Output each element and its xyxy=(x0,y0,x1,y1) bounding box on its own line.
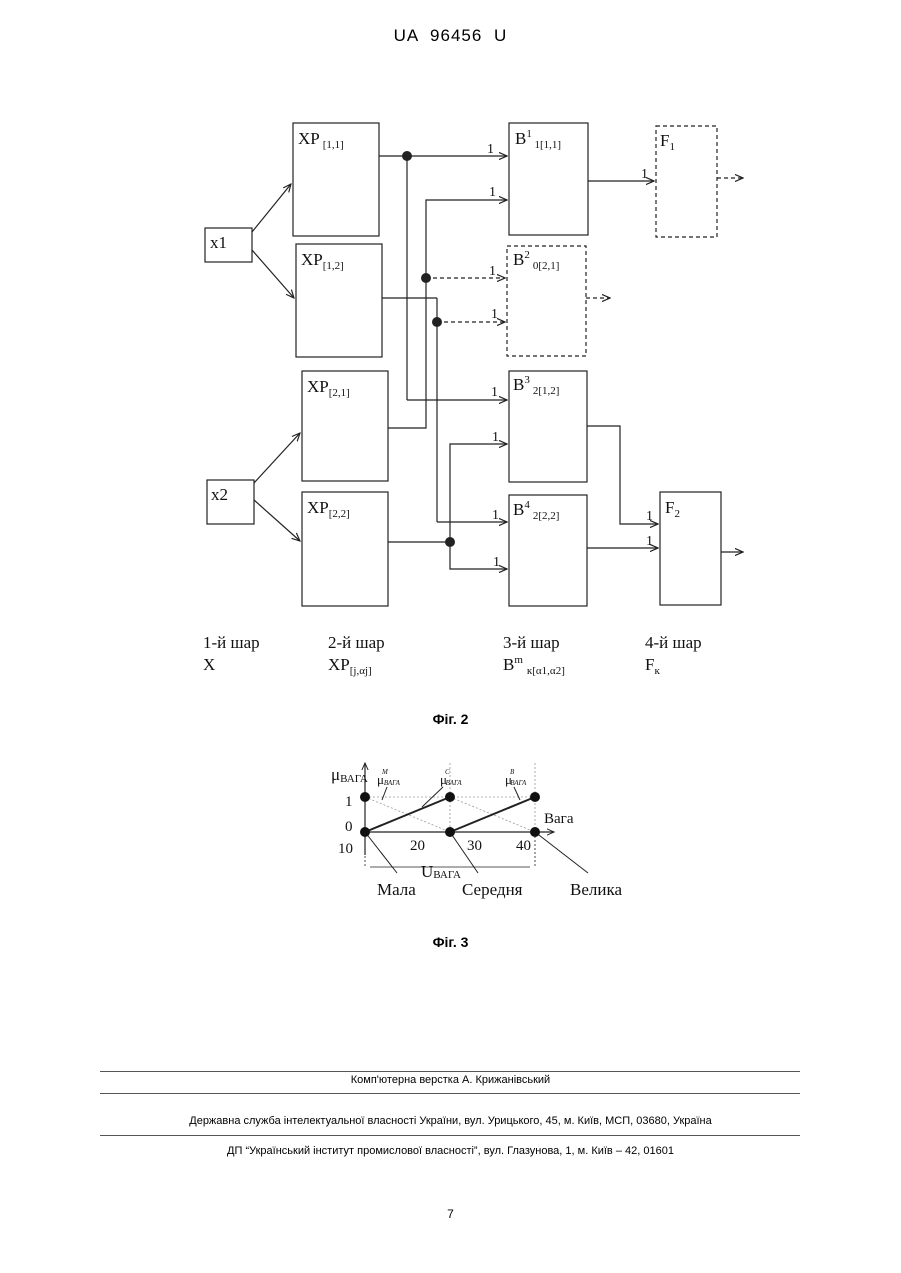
point-dot xyxy=(530,827,540,837)
leader-mu-b xyxy=(514,787,520,800)
fig3-caption: Фіг. 3 xyxy=(0,934,901,950)
junction-dot xyxy=(445,537,455,547)
y-tick-1: 1 xyxy=(345,794,353,810)
curve-label-seredia: μСВАГА xyxy=(440,768,462,787)
y-axis-label: μВАГА xyxy=(331,765,368,785)
input-mark: 1 xyxy=(491,385,498,400)
label-xp-22: XP[2,2] xyxy=(307,498,350,520)
wire-xp21-out xyxy=(388,200,507,428)
layer3-symbol: Bmк[α1,α2] xyxy=(503,654,565,677)
layer2-title: 2-й шар xyxy=(328,633,385,652)
term-label-mala: Мала xyxy=(377,880,416,899)
u-label: UВАГА xyxy=(421,862,461,881)
input-mark: 1 xyxy=(493,555,500,570)
point-dot xyxy=(530,792,540,802)
fig3-membership-functions: μВАГА 1 0 10 20 30 40 Вага UВАГА μМВАГА … xyxy=(330,755,650,905)
label-f1: F1 xyxy=(660,131,675,153)
junction-dot xyxy=(432,317,442,327)
point-dot xyxy=(360,792,370,802)
footer-divider xyxy=(100,1071,800,1072)
arrow-x1-xp11 xyxy=(252,184,291,232)
x-tick-20: 20 xyxy=(410,838,425,854)
fig2-caption: Фіг. 2 xyxy=(0,711,901,727)
label-xp-11: XP[1,1] xyxy=(298,129,344,151)
footer-divider xyxy=(100,1093,800,1094)
footer-layout-credit: Комп'ютерна верстка А. Крижанівський xyxy=(0,1074,901,1086)
layer3-title: 3-й шар xyxy=(503,633,560,652)
input-mark: 1 xyxy=(646,534,653,549)
label-xp-21: XP[2,1] xyxy=(307,377,350,399)
leader-mu-m xyxy=(382,787,387,800)
footer-divider xyxy=(100,1135,800,1136)
layer4-title: 4-й шар xyxy=(645,633,702,652)
term-label-velyka: Велика xyxy=(570,880,622,899)
page-number: 7 xyxy=(0,1207,901,1221)
fig2-network-diagram: x1 x2 XP[1,1] XP[1,2] XP[2,1] XP[2,2] B1… xyxy=(0,0,901,700)
input-mark: 1 xyxy=(492,430,499,445)
label-b4: B42[2,2] xyxy=(513,499,559,522)
junction-dot xyxy=(421,273,431,283)
point-dot xyxy=(445,827,455,837)
layer1-title: 1-й шар xyxy=(203,633,260,652)
curve-label-velyka: μВВАГА xyxy=(505,768,527,787)
label-b1: B11[1,1] xyxy=(515,128,561,151)
layer1-symbol: X xyxy=(203,655,215,674)
footer-institute: ДП “Український інститут промислової вла… xyxy=(0,1145,901,1157)
label-b2: B20[2,1] xyxy=(513,249,559,272)
junction-dot xyxy=(402,151,412,161)
input-label-x1: x1 xyxy=(210,233,227,252)
x-axis-label: Вага xyxy=(544,811,574,827)
layer4-symbol: Fк xyxy=(645,655,660,677)
y-tick-0: 0 xyxy=(345,819,353,835)
label-xp-12: XP[1,2] xyxy=(301,250,344,272)
wire-xp22-b3 xyxy=(450,444,507,542)
point-dot xyxy=(445,792,455,802)
label-f2: F2 xyxy=(665,498,680,520)
arrow-x2-xp22 xyxy=(254,500,300,541)
input-mark: 1 xyxy=(489,264,496,279)
point-dot xyxy=(360,827,370,837)
x-tick-10: 10 xyxy=(338,841,353,857)
input-mark: 1 xyxy=(487,142,494,157)
arrow-x2-xp21 xyxy=(254,433,300,483)
leader-velyka xyxy=(535,832,588,873)
curve-label-mala: μМВАГА xyxy=(377,768,401,787)
input-mark: 1 xyxy=(646,509,653,524)
layer2-symbol: XP[j,αj] xyxy=(328,655,372,677)
input-mark: 1 xyxy=(491,307,498,322)
arrow-x1-xp12 xyxy=(252,250,294,298)
input-mark: 1 xyxy=(489,185,496,200)
input-mark: 1 xyxy=(492,508,499,523)
x-tick-40: 40 xyxy=(516,838,531,854)
input-mark: 1 xyxy=(641,167,648,182)
footer-agency: Державна служба інтелектуальної власност… xyxy=(0,1115,901,1127)
input-label-x2: x2 xyxy=(211,485,228,504)
label-b3: B32[1,2] xyxy=(513,374,559,397)
term-label-seredia: Середня xyxy=(462,880,523,899)
x-tick-30: 30 xyxy=(467,838,482,854)
